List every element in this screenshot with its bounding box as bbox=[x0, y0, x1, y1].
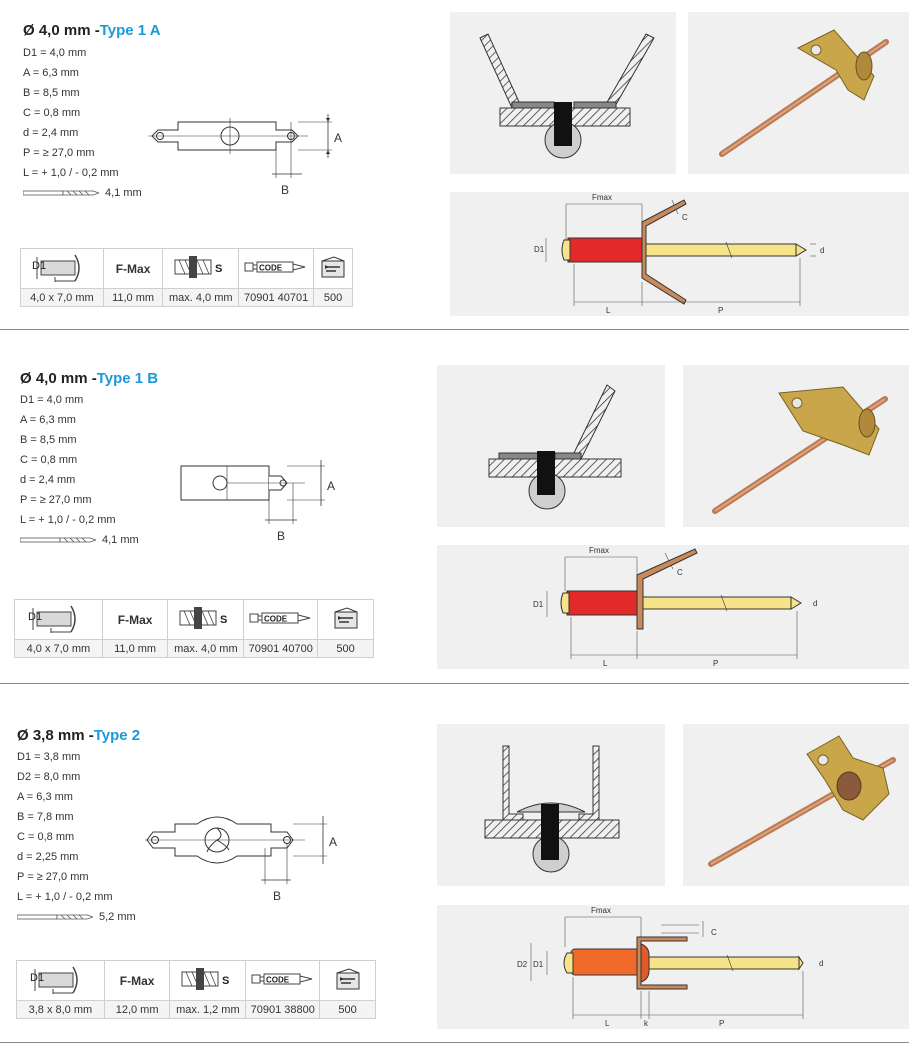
installed-cross-section-image bbox=[437, 365, 665, 527]
svg-text:CODE: CODE bbox=[266, 976, 290, 985]
svg-text:C: C bbox=[711, 928, 717, 937]
dim-b-label: B bbox=[277, 529, 285, 543]
svg-text:Fmax: Fmax bbox=[592, 193, 612, 202]
spec-list: D1 = 3,8 mm D2 = 8,0 mm A = 6,3 mm B = 7… bbox=[17, 747, 136, 927]
terminal-drawing: A B bbox=[148, 114, 342, 197]
installed-cross-section-image bbox=[437, 724, 665, 886]
table-cell-size: 4,0 x 7,0 mm bbox=[20, 288, 104, 307]
dim-a-label: A bbox=[334, 131, 342, 145]
table-cell-grip: max. 4,0 mm bbox=[162, 288, 240, 307]
terminal-rivet-photo bbox=[688, 12, 909, 174]
fmax-header: F-Max bbox=[102, 248, 164, 289]
svg-text:D1: D1 bbox=[533, 600, 544, 609]
spec-list: D1 = 4,0 mm A = 6,3 mm B = 8,5 mm C = 0,… bbox=[23, 43, 142, 203]
table-cell-qty: 500 bbox=[319, 1000, 376, 1019]
svg-text:D1: D1 bbox=[30, 972, 44, 984]
grip-range-icon: S bbox=[167, 599, 245, 640]
code-icon: CODE bbox=[243, 599, 319, 640]
box-quantity-icon bbox=[313, 248, 353, 289]
technical-drawing: Fmax C D1 d L P bbox=[437, 545, 909, 669]
svg-text:S: S bbox=[220, 614, 227, 626]
spec-list: D1 = 4,0 mm A = 6,3 mm B = 8,5 mm C = 0,… bbox=[20, 390, 139, 550]
drill-size: 5,2 mm bbox=[17, 907, 136, 927]
spec-table: D1 F-Max S CODE 3,8 x 8,0 mm 12,0 mm max… bbox=[16, 960, 376, 1019]
section-divider bbox=[0, 1042, 909, 1043]
terminal-drawing: A B bbox=[145, 816, 337, 903]
section-title: Ø 4,0 mm -Type 1 B bbox=[20, 370, 159, 387]
table-cell-fmax: 12,0 mm bbox=[103, 1000, 171, 1019]
box-quantity-icon bbox=[317, 599, 374, 640]
fmax-header: F-Max bbox=[101, 599, 169, 640]
svg-text:S: S bbox=[215, 263, 222, 275]
section-type-1a: Ø 4,0 mm -Type 1 A D1 = 4,0 mm A = 6,3 m… bbox=[0, 0, 909, 330]
svg-text:D1: D1 bbox=[28, 611, 42, 623]
svg-text:d: d bbox=[820, 246, 824, 255]
svg-text:C: C bbox=[682, 213, 688, 222]
svg-text:Fmax: Fmax bbox=[589, 546, 609, 555]
svg-text:CODE: CODE bbox=[259, 264, 283, 273]
drill-bit-icon bbox=[23, 190, 99, 196]
svg-text:D2: D2 bbox=[517, 960, 528, 969]
svg-text:L: L bbox=[606, 306, 611, 315]
svg-text:P: P bbox=[719, 1019, 724, 1028]
svg-text:d: d bbox=[819, 959, 823, 968]
terminal-rivet-photo bbox=[683, 724, 909, 886]
svg-text:CODE: CODE bbox=[264, 615, 288, 624]
table-cell-code: 70901 40700 bbox=[243, 639, 319, 658]
svg-text:L: L bbox=[605, 1019, 610, 1028]
technical-drawing: Fmax C D2 D1 d L k P bbox=[437, 905, 909, 1029]
svg-text:S: S bbox=[222, 975, 229, 987]
section-divider bbox=[0, 329, 909, 330]
dim-b-label: B bbox=[273, 889, 281, 903]
svg-text:Fmax: Fmax bbox=[591, 906, 611, 915]
rivet-size-icon: D1 bbox=[16, 960, 105, 1001]
dim-a-label: A bbox=[329, 835, 337, 849]
terminal-drawing: A B bbox=[180, 460, 335, 543]
svg-text:P: P bbox=[718, 306, 723, 315]
rivet-size-icon: D1 bbox=[20, 248, 104, 289]
table-cell-size: 4,0 x 7,0 mm bbox=[14, 639, 103, 658]
section-title: Ø 3,8 mm -Type 2 bbox=[17, 727, 141, 744]
svg-text:L: L bbox=[603, 659, 608, 668]
section-title: Ø 4,0 mm -Type 1 A bbox=[23, 22, 161, 39]
table-cell-fmax: 11,0 mm bbox=[101, 639, 169, 658]
table-cell-grip: max. 4,0 mm bbox=[167, 639, 245, 658]
drill-size: 4,1 mm bbox=[20, 530, 139, 550]
technical-drawing: Fmax C D1 d L P bbox=[450, 192, 909, 316]
code-icon: CODE bbox=[238, 248, 315, 289]
svg-text:D1: D1 bbox=[533, 960, 544, 969]
drill-size: 4,1 mm bbox=[23, 183, 142, 203]
spec-table: D1 F-Max S CODE 4,0 x 7,0 mm 11,0 mm max… bbox=[14, 599, 374, 658]
dim-b-label: B bbox=[281, 183, 289, 197]
table-cell-size: 3,8 x 8,0 mm bbox=[16, 1000, 105, 1019]
terminal-rivet-photo bbox=[683, 365, 909, 527]
grip-range-icon: S bbox=[162, 248, 240, 289]
section-type-2: Ø 3,8 mm -Type 2 D1 = 3,8 mm D2 = 8,0 mm… bbox=[0, 700, 909, 1045]
svg-text:C: C bbox=[677, 568, 683, 577]
table-cell-qty: 500 bbox=[313, 288, 353, 307]
dim-a-label: A bbox=[327, 479, 335, 493]
box-quantity-icon bbox=[319, 960, 376, 1001]
svg-text:D1: D1 bbox=[534, 245, 545, 254]
drill-bit-icon bbox=[17, 914, 93, 920]
section-type-1b: Ø 4,0 mm -Type 1 B D1 = 4,0 mm A = 6,3 m… bbox=[0, 345, 909, 685]
table-cell-grip: max. 1,2 mm bbox=[169, 1000, 247, 1019]
svg-text:P: P bbox=[713, 659, 718, 668]
table-cell-fmax: 11,0 mm bbox=[102, 288, 164, 307]
svg-text:D1: D1 bbox=[32, 260, 46, 272]
fmax-header: F-Max bbox=[103, 960, 171, 1001]
spec-table: D1 F-Max S CODE 4,0 x 7,0 mm 11,0 mm max… bbox=[20, 248, 353, 307]
svg-text:d: d bbox=[813, 599, 817, 608]
svg-text:k: k bbox=[644, 1019, 649, 1028]
rivet-size-icon: D1 bbox=[14, 599, 103, 640]
section-divider bbox=[0, 683, 909, 684]
installed-cross-section-image bbox=[450, 12, 676, 174]
table-cell-qty: 500 bbox=[317, 639, 374, 658]
code-icon: CODE bbox=[245, 960, 321, 1001]
drill-bit-icon bbox=[20, 537, 96, 543]
grip-range-icon: S bbox=[169, 960, 247, 1001]
table-cell-code: 70901 38800 bbox=[245, 1000, 321, 1019]
table-cell-code: 70901 40701 bbox=[238, 288, 315, 307]
